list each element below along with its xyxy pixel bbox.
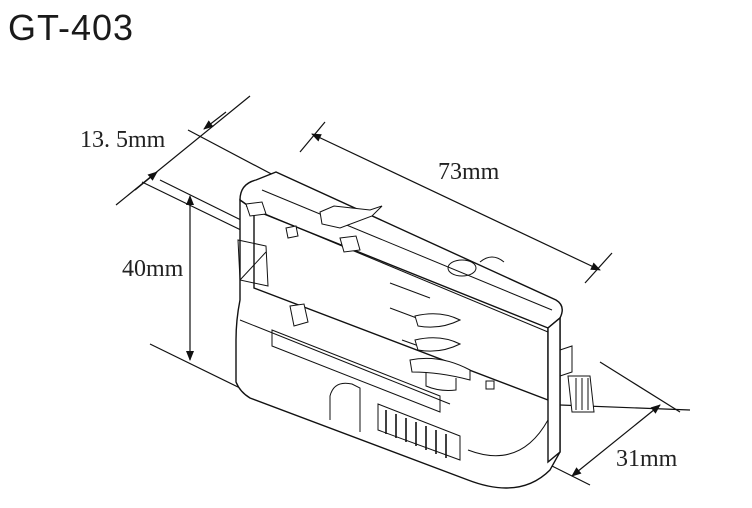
depth-dimension-label: 13. 5mm — [80, 127, 166, 153]
body-details — [237, 189, 595, 461]
height-dimension-label: 40mm — [122, 256, 184, 282]
track-adapter-body — [235, 171, 563, 489]
product-model-title: GT-403 — [8, 7, 135, 48]
